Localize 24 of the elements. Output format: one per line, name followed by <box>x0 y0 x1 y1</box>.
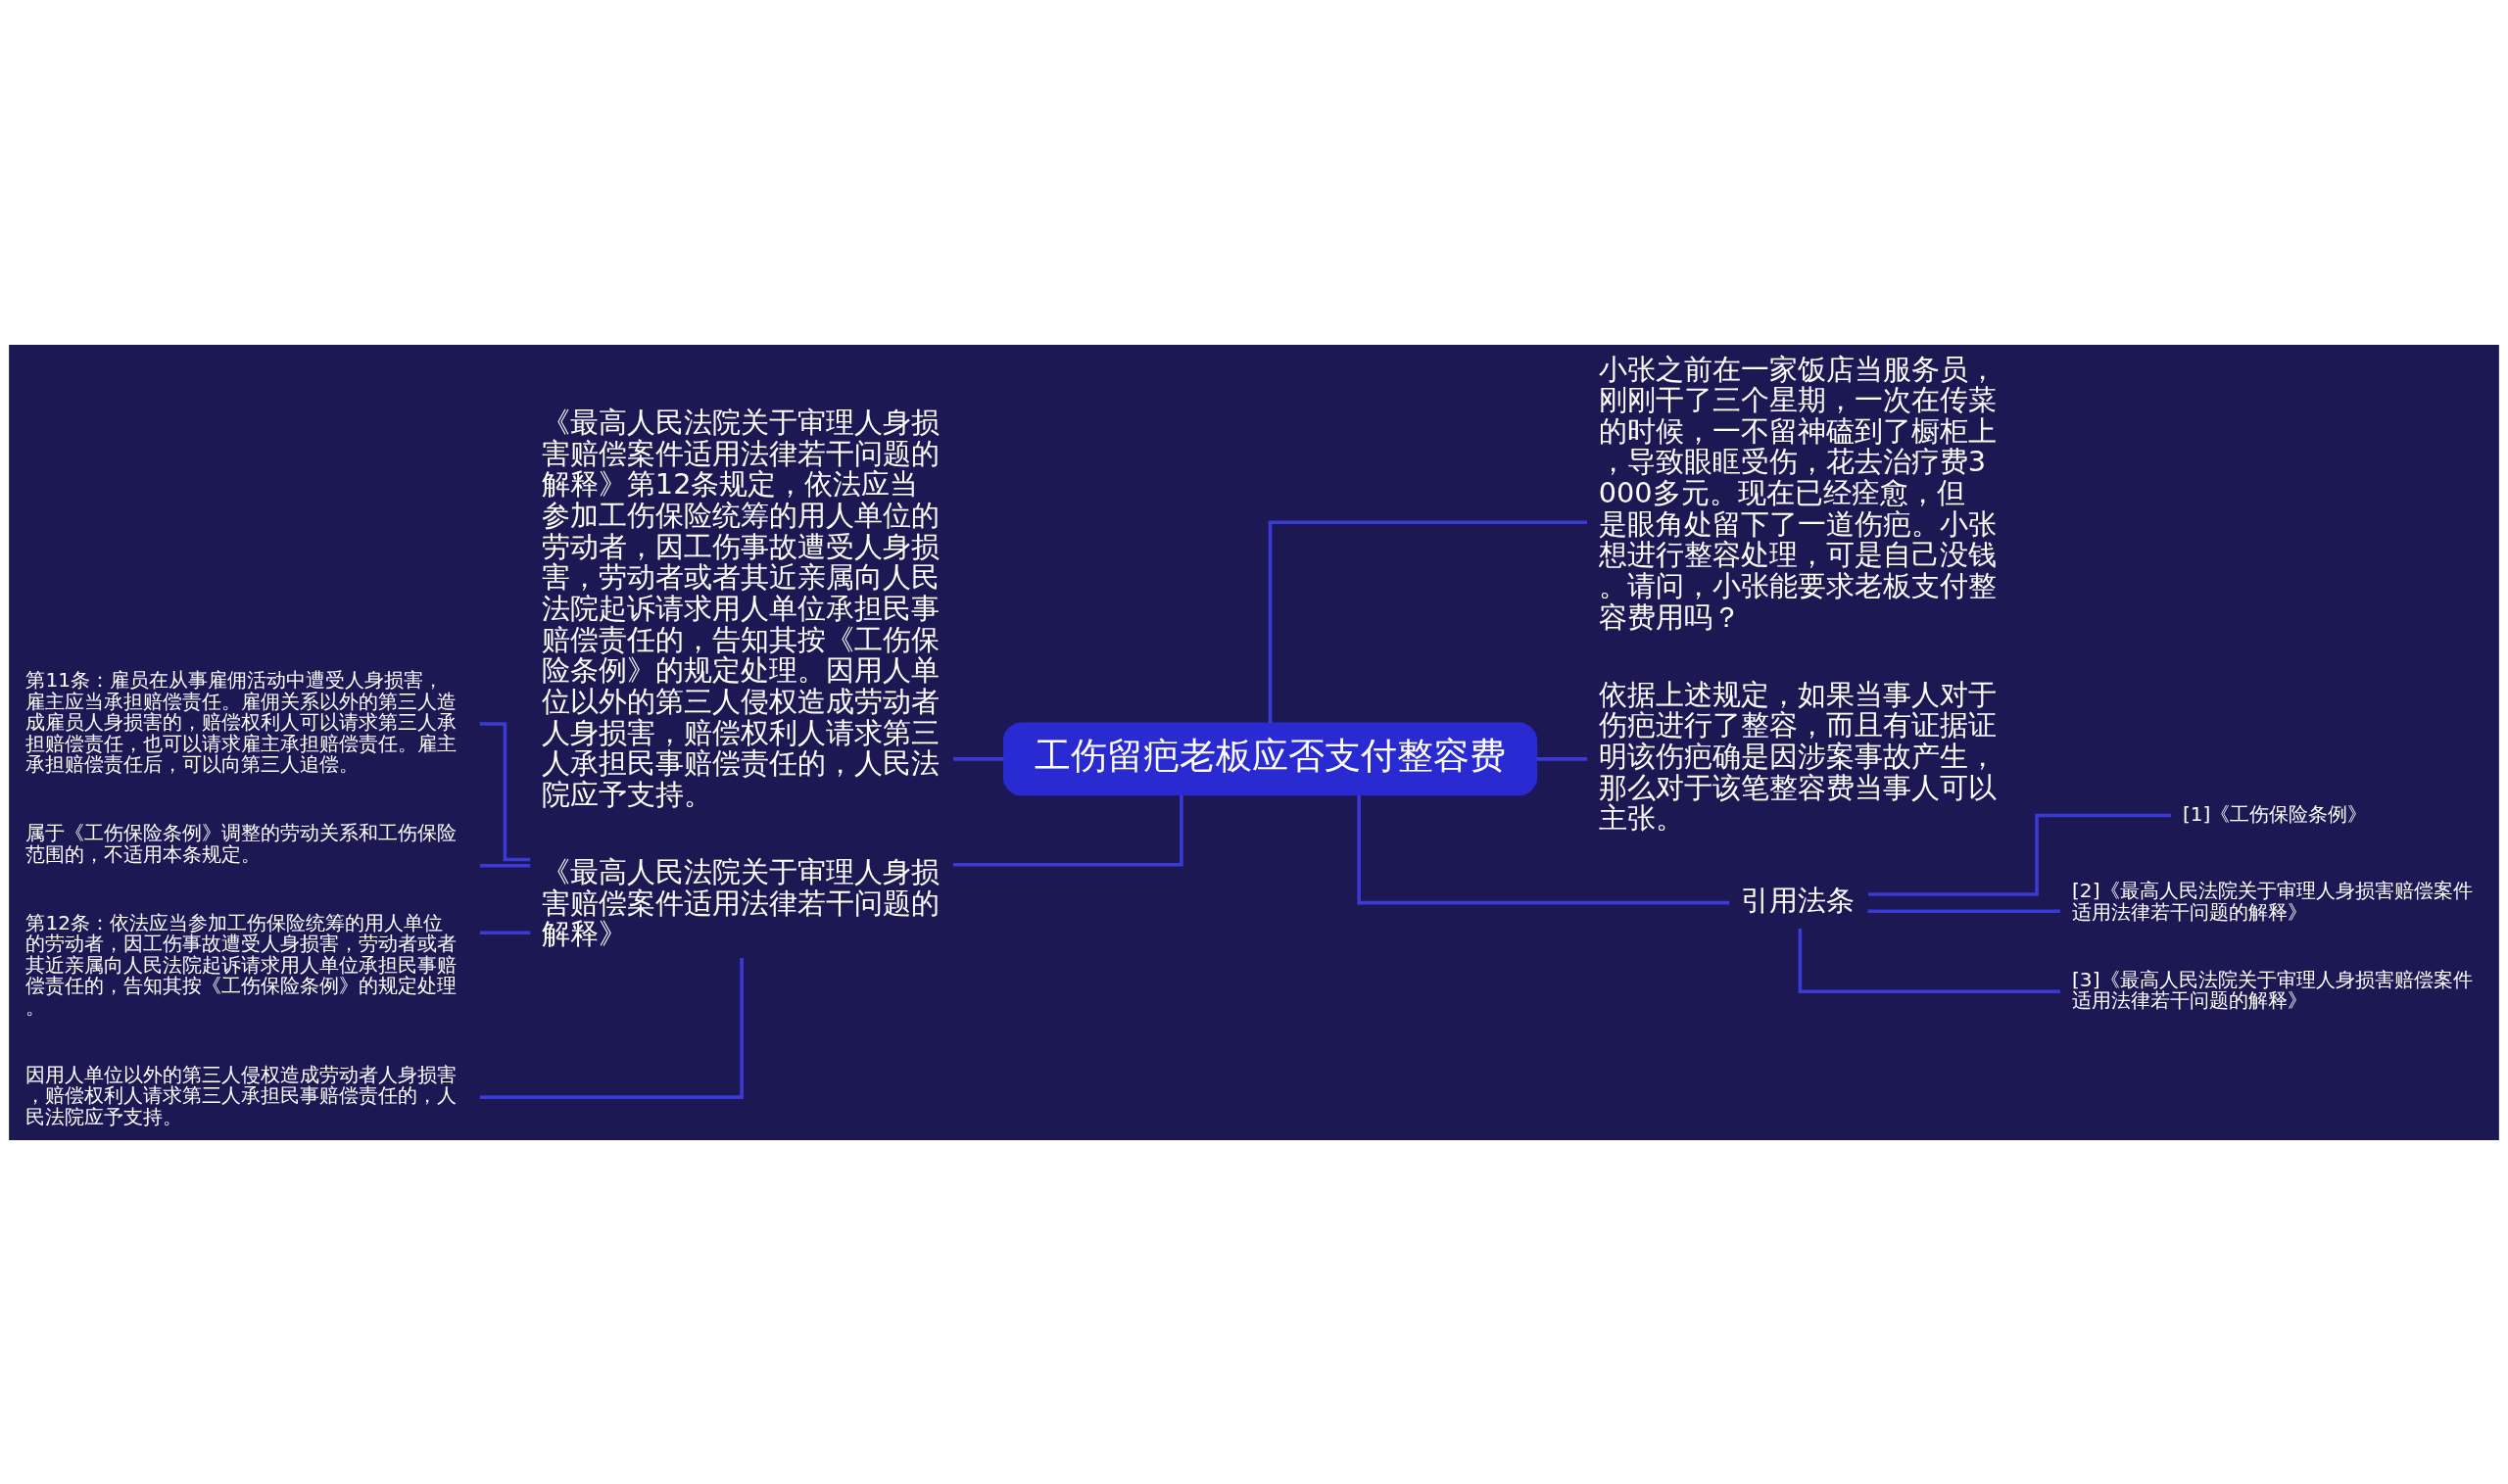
connector <box>1867 813 2171 896</box>
node-text: 依据上述规定，如果当事人对于伤疤进行了整容，而且有证据证明该伤疤确是因涉案事故产生，那么对于该笔整容费当事人可以主张。 <box>1598 677 1997 835</box>
node-text: 因用人单位以外的第三人侵权造成劳动者人身损害，赔偿权利人请求第三人承担民事赔偿责任的，人民法院应予支持。 <box>25 1062 458 1128</box>
node-text: 第12条：依法应当参加工伤保险统筹的用人单位的劳动者，因工伤事故遭受人身损害，劳动者或者其近亲属向人民法院起诉请求用人单位承担民事赔偿责任的，告知其按《工伤保险条例》的规定处理。 <box>25 910 458 1019</box>
node-text: 第11条：雇员在从事雇佣活动中遭受人身损害，雇主应当承担赔偿责任。雇佣关系以外的第三人造成雇员人身损害的，赔偿权利人可以请求第三人承担赔偿责任，也可以请求雇主承担赔偿责任。雇主承担赔偿责任后，可以向第三人追偿。 <box>25 667 458 776</box>
connector <box>1536 756 1588 761</box>
node-box: 工伤留疤老板应否支付整容费 <box>1002 722 1538 795</box>
connector <box>479 863 531 868</box>
node-text: [2]《最高人民法院关于审理人身损害赔偿案件适用法律若干问题的解释》 <box>2072 878 2473 924</box>
node-text: 小张之前在一家饭店当服务员，刚刚干了三个星期，一次在传菜的时候，一不留神磕到了橱柜上，导致眼眶受伤，花去治疗费3000多元。现在已经痊愈，但是眼角处留下了一道伤疤。小张想进行整容处理，可是自己没钱。请问，小张能要求老板支付整容费用吗？ <box>1598 352 1997 634</box>
connector <box>479 957 744 1099</box>
node-text: [1]《工伤保险条例》 <box>2182 801 2368 826</box>
node-text: 引用法条 <box>1740 883 1855 917</box>
node-text: 《最高人民法院关于审理人身损害赔偿案件适用法律若干问题的解释》 <box>541 854 940 950</box>
node-text: 属于《工伤保险条例》调整的劳动关系和工伤保险范围的，不适用本条规定。 <box>25 820 458 866</box>
connector <box>953 794 1183 867</box>
connector <box>479 930 531 934</box>
node-text: 《最高人民法院关于审理人身损害赔偿案件适用法律若干问题的解释》第12条规定，依法应当参加工伤保险统筹的用人单位的劳动者，因工伤事故遭受人身损害，劳动者或者其近亲属向人民法院起诉请求用人单位承担民事赔偿责任的，告知其按《工伤保险条例》的规定处理。因用人单位以外的第三人侵权造成劳动者人身损害，赔偿权利人请求第三人承担民事赔偿责任的，人民法院应予支持。 <box>541 405 940 811</box>
connector <box>1357 794 1730 904</box>
connector <box>953 756 1004 761</box>
node-text: [3]《最高人民法院关于审理人身损害赔偿案件适用法律若干问题的解释》 <box>2072 967 2473 1012</box>
connector <box>1268 519 1588 723</box>
connector <box>1798 928 2060 993</box>
connector <box>1867 908 2060 913</box>
